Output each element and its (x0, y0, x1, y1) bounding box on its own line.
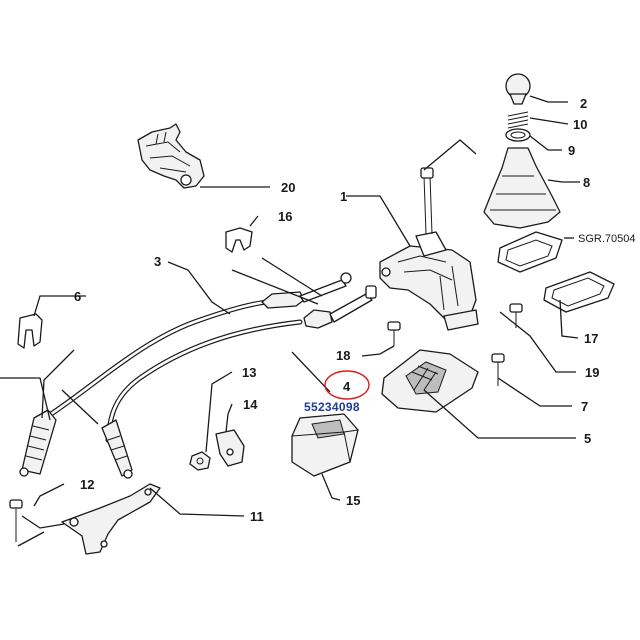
callout-2: 2 (580, 96, 587, 111)
callout-3: 3 (154, 254, 161, 269)
part-18-bolt (387, 321, 401, 346)
callout-labels: 20 2 10 9 8 1 16 SGR.70504 3 6 17 18 19 … (74, 96, 635, 524)
part-20-bracket (137, 123, 205, 189)
part-10-spring (507, 111, 529, 129)
callout-14: 14 (243, 397, 258, 412)
callout-4: 4 (343, 379, 351, 394)
part-15-block (291, 413, 359, 477)
highlighted-part-number: 55234098 (304, 400, 360, 414)
part-12-bolt (9, 499, 23, 542)
callout-17: 17 (584, 331, 598, 346)
part-1-shift-housing (379, 167, 479, 331)
part-16-clip (225, 227, 253, 253)
callout-4-highlight (324, 370, 370, 400)
callout-1: 1 (340, 189, 347, 204)
part-6-clip (17, 313, 43, 349)
part-17-gasket (543, 271, 615, 313)
callout-19: 19 (585, 365, 599, 380)
callout-12: 12 (80, 477, 94, 492)
part-3-cable-assembly (19, 272, 377, 479)
bolts (9, 303, 523, 542)
reference-code: SGR.70504 (578, 233, 635, 245)
callout-20: 20 (281, 180, 295, 195)
callout-18: 18 (336, 348, 350, 363)
part-7-bolt (491, 353, 505, 386)
sgr-frame (497, 231, 563, 273)
part-9-ring (505, 128, 531, 142)
part-5-base-plate (381, 349, 479, 413)
callout-5: 5 (584, 431, 591, 446)
callout-15: 15 (346, 493, 360, 508)
callout-7: 7 (581, 399, 588, 414)
callout-9: 9 (568, 143, 575, 158)
part-8-boot (483, 147, 561, 229)
callout-11: 11 (250, 509, 264, 524)
callout-10: 10 (573, 117, 587, 132)
callout-13: 13 (242, 365, 256, 380)
leader-lines (0, 95, 580, 547)
part-13-nut (189, 451, 211, 471)
callout-8: 8 (583, 175, 590, 190)
part-11-bracket (61, 483, 161, 555)
part-2-knob (505, 73, 531, 105)
part-14-bracket (215, 429, 245, 467)
callout-16: 16 (278, 209, 292, 224)
callout-6: 6 (74, 289, 81, 304)
